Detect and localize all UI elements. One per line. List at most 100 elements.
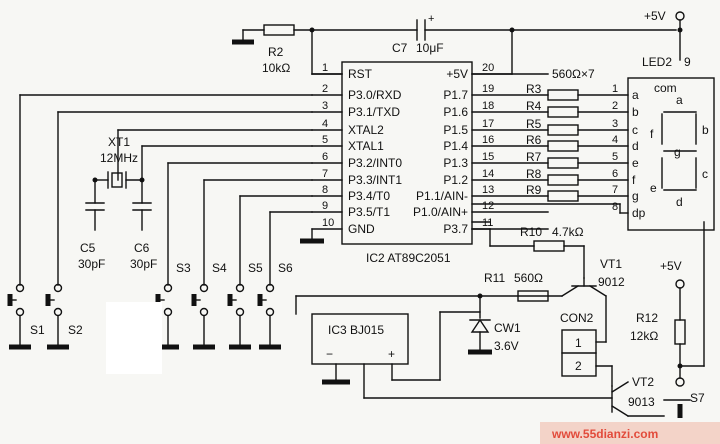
seg-resistor — [547, 190, 579, 202]
ic2-pin-number: 8 — [322, 184, 328, 196]
c6-value: 30pF — [130, 257, 157, 271]
vt2-collector — [611, 381, 629, 393]
led2-pin-letter: d — [632, 139, 639, 153]
r11-value: 560Ω — [514, 271, 543, 285]
vcc-terminal-top — [675, 11, 685, 21]
r11-resistor — [517, 290, 549, 302]
switch-bank: S1 S2 S3 S4 S5 S6 — [7, 261, 293, 350]
ic2-pin-label: P1.0/AIN+ — [413, 205, 468, 219]
ic2-pin-number: 15 — [482, 151, 494, 163]
vt2-value: 9013 — [628, 395, 655, 409]
r12-ref: R12 — [636, 311, 658, 325]
switch-terminal — [199, 283, 209, 293]
c7-ref: C7 — [392, 41, 408, 55]
led2-pin-number: 3 — [612, 118, 618, 130]
switch-terminal — [53, 283, 63, 293]
c5-ref: C5 — [80, 241, 96, 255]
led2-pin-number: 7 — [612, 184, 618, 196]
switch-label: S1 — [30, 323, 45, 337]
ic2-pin-label: P1.6 — [443, 105, 468, 119]
junction — [677, 27, 683, 33]
seg-label-c: c — [702, 167, 708, 181]
switch-terminal — [265, 283, 275, 293]
led2-pin-number: 6 — [612, 168, 618, 180]
vt1-emitter — [561, 285, 579, 297]
ic2-pin-number: 13 — [482, 184, 494, 196]
cw1-value: 3.6V — [494, 339, 519, 353]
white-box — [106, 302, 162, 374]
xt1-ref: XT1 — [108, 135, 130, 149]
ic3-name: IC3 BJ015 — [328, 323, 384, 337]
ic2-pin-number: 12 — [482, 200, 494, 212]
led2-pin-number: 4 — [612, 134, 618, 146]
cw1-zener — [470, 318, 490, 333]
ic2-right-pins: 20+5V19P1.718P1.617P1.516P1.415P1.314P1.… — [413, 62, 549, 236]
switch-label: S4 — [212, 261, 227, 275]
led2-pin-number: 1 — [612, 83, 618, 95]
led2-body — [627, 77, 715, 231]
switch-label: S5 — [248, 261, 263, 275]
c7-plus: + — [428, 13, 434, 25]
crystal-section: XT1 12MHz C5 30pF C6 30pF — [78, 135, 157, 271]
switch-label: S2 — [68, 323, 83, 337]
con2-pin1: 1 — [575, 336, 582, 350]
switch-label: S6 — [278, 261, 293, 275]
ic3-body — [311, 313, 409, 365]
led2-com: com — [654, 81, 677, 95]
seg-label-a: a — [676, 93, 683, 107]
seg-resistor-ref: R8 — [526, 167, 542, 181]
seg-label-b: b — [702, 123, 709, 137]
r12-value: 12kΩ — [630, 329, 658, 343]
r2-ref: R2 — [268, 45, 284, 59]
switch-terminal — [235, 307, 245, 317]
led2-name: LED2 — [642, 55, 672, 69]
ic2-pin-number: 14 — [482, 168, 494, 180]
ic2-pin-number: 20 — [482, 62, 494, 74]
seg-resistor-ref: R4 — [526, 99, 542, 113]
ic2-pin-number: 10 — [322, 217, 334, 229]
led2-pin9: 9 — [684, 55, 691, 69]
ic2-pin-number: 7 — [322, 168, 328, 180]
ic2-pin-label: P3.4/T0 — [348, 189, 390, 203]
s7-terminal — [675, 377, 685, 387]
ic2-pin-label: P3.3/INT1 — [348, 173, 402, 187]
ic2-pin-number: 5 — [322, 134, 328, 146]
r12-resistor — [674, 319, 686, 345]
ic2-pin-label: XTAL1 — [348, 139, 384, 153]
switch-terminal — [15, 307, 25, 317]
switch-terminal — [163, 283, 173, 293]
r2-value: 10kΩ — [262, 61, 290, 75]
cw1-ref: CW1 — [494, 321, 521, 335]
ic2-pin-label: P3.1/TXD — [348, 105, 400, 119]
driver-section: R10 4.7kΩ VT1 9012 R11 560Ω CW1 3.6V — [295, 225, 625, 355]
led2-pin-letter: g — [632, 189, 639, 203]
led2-pin-letter: b — [632, 105, 639, 119]
switch-terminal — [53, 307, 63, 317]
r10-value: 4.7kΩ — [552, 225, 584, 239]
r-array-value: 560Ω×7 — [552, 67, 595, 81]
watermark: www.55dianzi.com — [540, 422, 720, 444]
ic2-pin-label: XTAL2 — [348, 123, 384, 137]
ic2-pin-label: P1.5 — [443, 123, 468, 137]
xt1-crystal — [111, 172, 123, 188]
vt1-value: 9012 — [598, 275, 625, 289]
ic2-pin-label: P1.3 — [443, 156, 468, 170]
switch-terminal — [15, 283, 25, 293]
seg-resistor — [547, 89, 579, 101]
xt1-value: 12MHz — [100, 151, 138, 165]
seg-resistor — [547, 174, 579, 186]
r11-ref: R11 — [484, 271, 505, 285]
ic3: IC3 BJ015 − + — [311, 311, 613, 399]
switch-label: S3 — [176, 261, 191, 275]
seg-resistor — [547, 157, 579, 169]
vcc-label-right: +5V — [660, 259, 682, 273]
seg-resistor-ref: R7 — [526, 150, 542, 164]
c7-value: 10μF — [416, 41, 444, 55]
r10-resistor — [533, 240, 565, 252]
seg-resistor — [547, 140, 579, 152]
